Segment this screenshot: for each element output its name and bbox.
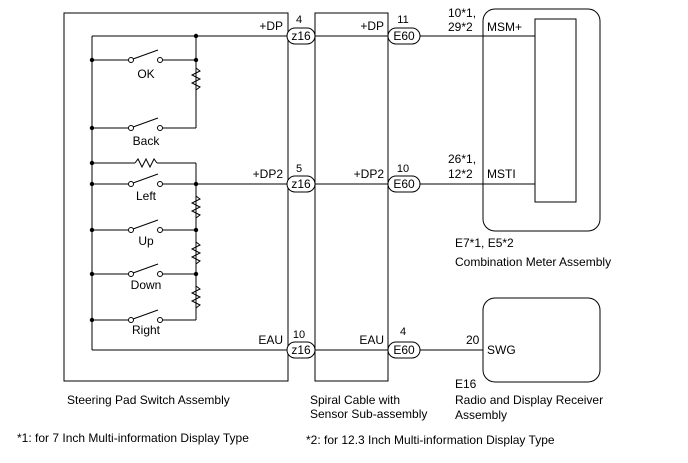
meter-pin-msm-line1: 10*1, — [448, 6, 476, 20]
signal-label-dp2-sw: +DP2 — [253, 167, 284, 181]
connector-label-e60-dp: E60 — [393, 29, 415, 43]
switch-assembly-box — [63, 12, 289, 382]
connector-label-z16-eau: z16 — [291, 343, 311, 357]
resistor-down — [190, 282, 202, 312]
spiral-cable-label-line1: Spiral Cable with — [310, 393, 400, 407]
signal-label-dp-sw: +DP — [259, 19, 283, 33]
pin-number-e60-dp2: 10 — [397, 163, 409, 175]
switch-assembly-label: Steering Pad Switch Assembly — [67, 393, 230, 407]
radio-label-line1: Radio and Display Receiver — [455, 393, 603, 407]
radio-pin-number: 20 — [466, 333, 480, 347]
connector-label-e60-dp2: E60 — [393, 177, 415, 191]
connector-z16-dp — [286, 27, 316, 45]
button-label-down: Down — [131, 278, 162, 292]
radio-connector-label: E16 — [455, 377, 477, 391]
resistor-ok — [190, 64, 202, 94]
button-label-ok: OK — [137, 67, 154, 81]
button-label-up: Up — [138, 234, 154, 248]
pin-number-z16-eau: 10 — [293, 329, 305, 341]
spiral-cable-label-line2: Sensor Sub-assembly — [310, 407, 427, 421]
signal-label-eau-sw: EAU — [258, 333, 283, 347]
signal-label-dp-spiral: +DP — [360, 19, 384, 33]
pin-number-e60-eau: 4 — [400, 326, 406, 338]
pin-number-z16-dp: 4 — [296, 14, 302, 26]
pin-number-e60-dp: 11 — [397, 14, 408, 26]
pin-number-z16-dp2: 5 — [296, 163, 302, 175]
signal-label-dp2-spiral: +DP2 — [354, 167, 385, 181]
button-label-left: Left — [136, 189, 157, 203]
radio-label-line2: Assembly — [455, 408, 507, 422]
resistor-top — [134, 157, 158, 169]
connector-z16-dp2 — [286, 175, 316, 193]
meter-connector-label: E7*1, E5*2 — [455, 236, 514, 250]
footnote-1: *1: for 7 Inch Multi-information Display… — [17, 431, 249, 445]
signal-label-swg: SWG — [487, 343, 516, 357]
spiral-cable-box — [314, 12, 389, 382]
meter-pin-msm-line2: 29*2 — [448, 20, 473, 34]
signal-label-eau-spiral: EAU — [359, 333, 384, 347]
meter-box — [482, 8, 601, 232]
connector-label-z16-dp2: z16 — [291, 177, 311, 191]
resistor-left — [190, 192, 202, 222]
button-label-right: Right — [132, 323, 161, 337]
connector-z16-eau — [286, 341, 316, 359]
signal-label-msti: MSTI — [487, 167, 516, 181]
connector-label-z16-dp: z16 — [291, 29, 311, 43]
meter-pin-msti-line2: 12*2 — [448, 167, 473, 181]
meter-pin-msti-line1: 26*1, — [448, 152, 476, 166]
meter-inner-box — [534, 18, 577, 203]
radio-box — [482, 297, 601, 383]
footnote-2: *2: for 12.3 Inch Multi-information Disp… — [306, 433, 555, 447]
connector-label-e60-eau: E60 — [393, 343, 415, 357]
resistor-up — [190, 238, 202, 268]
signal-label-msm: MSM+ — [487, 20, 522, 34]
meter-label: Combination Meter Assembly — [455, 255, 611, 269]
button-label-back: Back — [133, 134, 161, 148]
